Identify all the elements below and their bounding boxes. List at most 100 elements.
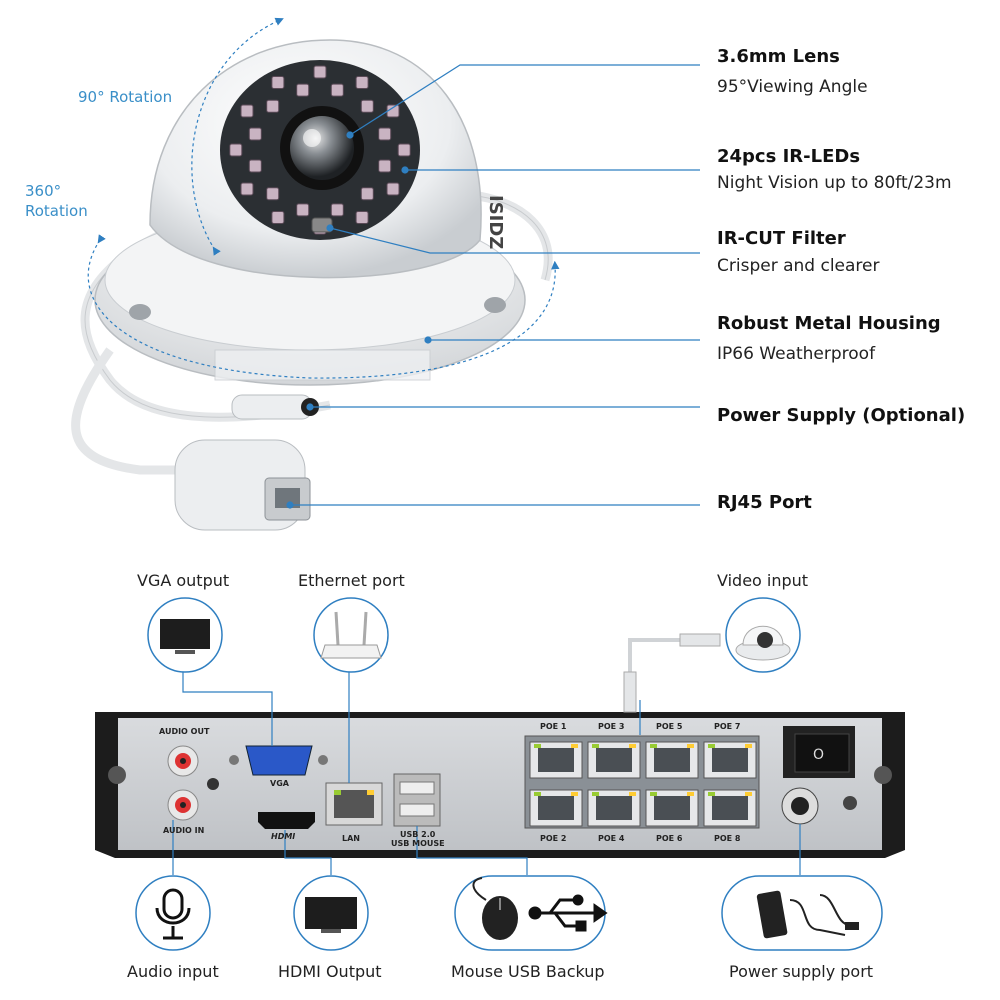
audio-input-circle bbox=[135, 875, 211, 951]
power-supply-port-label: Power supply port bbox=[729, 962, 874, 981]
ir-leds-subtitle: Night Vision up to 80ft/23m bbox=[717, 173, 952, 193]
tilt-rotation-label: 90° Rotation bbox=[78, 88, 173, 106]
svg-text:O: O bbox=[813, 747, 824, 763]
dome-camera: ISIDZ bbox=[71, 39, 553, 531]
rj45-title: RJ45 Port bbox=[717, 492, 812, 513]
poe-link-led bbox=[534, 744, 541, 748]
poe-port-label: POE 2 bbox=[540, 834, 567, 843]
usb-text-1: USB 2.0 bbox=[400, 830, 436, 839]
lan-text: LAN bbox=[342, 834, 360, 843]
monitor-icon bbox=[305, 897, 357, 933]
poe-port-label: POE 4 bbox=[598, 834, 625, 843]
ir-led bbox=[330, 203, 344, 217]
ir-led bbox=[386, 182, 400, 196]
nvr-back-panel bbox=[118, 718, 882, 850]
poe-port-socket bbox=[538, 748, 574, 772]
usb-text-2: USB MOUSE bbox=[391, 839, 445, 848]
usb-icon bbox=[528, 894, 608, 932]
poe-link-led bbox=[708, 792, 715, 796]
dc-connector bbox=[231, 394, 313, 420]
power-supply-circle bbox=[721, 875, 883, 951]
video-input-circle bbox=[725, 597, 801, 673]
poe-link-led bbox=[650, 792, 657, 796]
ethernet-port-circle bbox=[313, 597, 389, 673]
poe-port-socket bbox=[596, 796, 632, 820]
poe-port-label: POE 8 bbox=[714, 834, 741, 843]
lan-cable bbox=[71, 347, 230, 475]
power-adapter-icon bbox=[756, 890, 859, 939]
poe-port-socket bbox=[654, 748, 690, 772]
vga-text: VGA bbox=[270, 779, 289, 788]
ir-led bbox=[266, 187, 280, 201]
ir-led bbox=[397, 143, 411, 157]
poe-port-label: POE 3 bbox=[598, 722, 625, 731]
poe-port-label: POE 7 bbox=[714, 722, 741, 731]
ir-led bbox=[229, 143, 243, 157]
lens-subtitle: 95°Viewing Angle bbox=[717, 77, 868, 97]
mouse-usb-circle bbox=[454, 875, 608, 951]
poe-activity-led bbox=[629, 744, 636, 748]
poe-port-socket bbox=[538, 796, 574, 820]
poe-port-socket bbox=[712, 748, 748, 772]
poe-port-socket bbox=[596, 748, 632, 772]
poe-activity-led bbox=[687, 792, 694, 796]
ir-led bbox=[378, 127, 392, 141]
poe-ports bbox=[529, 741, 757, 827]
ir-led bbox=[360, 99, 374, 113]
hdmi-output-label: HDMI Output bbox=[278, 962, 382, 981]
poe-activity-led bbox=[571, 744, 578, 748]
audio-out-text: AUDIO OUT bbox=[159, 727, 210, 736]
mouse-usb-label: Mouse USB Backup bbox=[451, 962, 605, 981]
poe-link-led bbox=[708, 744, 715, 748]
pan-rotation-label-line2: Rotation bbox=[25, 202, 88, 220]
poe-activity-led bbox=[745, 792, 752, 796]
ir-cut-title: IR-CUT Filter bbox=[717, 228, 846, 249]
poe-port-label: POE 5 bbox=[656, 722, 683, 731]
vga-port[interactable] bbox=[245, 745, 313, 776]
pan-arrow bbox=[87, 234, 560, 379]
hdmi-text: HDMI bbox=[271, 832, 296, 841]
ground-screw bbox=[843, 796, 857, 810]
ir-leds-title: 24pcs IR-LEDs bbox=[717, 146, 861, 167]
poe-activity-led bbox=[571, 792, 578, 796]
poe-link-led bbox=[592, 744, 599, 748]
tilt-arrow bbox=[191, 17, 284, 256]
pan-rotation-label-line1: 360° bbox=[25, 182, 62, 200]
ir-led bbox=[360, 187, 374, 201]
vga-output-circle bbox=[147, 597, 223, 673]
ir-led bbox=[271, 76, 285, 89]
mouse-icon bbox=[472, 877, 518, 940]
ir-led bbox=[271, 211, 285, 224]
vga-output-label: VGA output bbox=[137, 571, 230, 590]
poe-port-label: POE 6 bbox=[656, 834, 683, 843]
housing-title: Robust Metal Housing bbox=[717, 313, 941, 334]
ethernet-port-label: Ethernet port bbox=[298, 571, 405, 590]
ir-cut-subtitle: Crisper and clearer bbox=[717, 256, 880, 276]
ir-led bbox=[378, 159, 392, 173]
ir-led bbox=[296, 83, 310, 97]
port-leaders bbox=[172, 670, 801, 875]
ir-led bbox=[330, 83, 344, 97]
camera-brand: ISIDZ bbox=[485, 195, 506, 249]
poe-activity-led bbox=[745, 744, 752, 748]
lens-title: 3.6mm Lens bbox=[717, 46, 840, 67]
ir-led bbox=[248, 159, 262, 173]
ir-led bbox=[296, 203, 310, 217]
ir-led bbox=[248, 127, 262, 141]
hdmi-port[interactable] bbox=[258, 812, 315, 829]
ir-led bbox=[240, 182, 254, 196]
audio-in-text: AUDIO IN bbox=[163, 826, 205, 835]
poe-port-label: POE 1 bbox=[540, 722, 567, 731]
poe-activity-led bbox=[687, 744, 694, 748]
audio-input-label: Audio input bbox=[127, 962, 219, 981]
feature-leaders bbox=[286, 64, 700, 509]
ir-led bbox=[313, 65, 327, 79]
nvr-recorder: O bbox=[95, 712, 905, 858]
router-icon bbox=[320, 611, 382, 659]
poe-link-led bbox=[534, 792, 541, 796]
poe-link-led bbox=[650, 744, 657, 748]
ir-led bbox=[240, 104, 254, 118]
dome-camera-icon bbox=[735, 625, 791, 661]
housing-subtitle: IP66 Weatherproof bbox=[717, 344, 876, 364]
